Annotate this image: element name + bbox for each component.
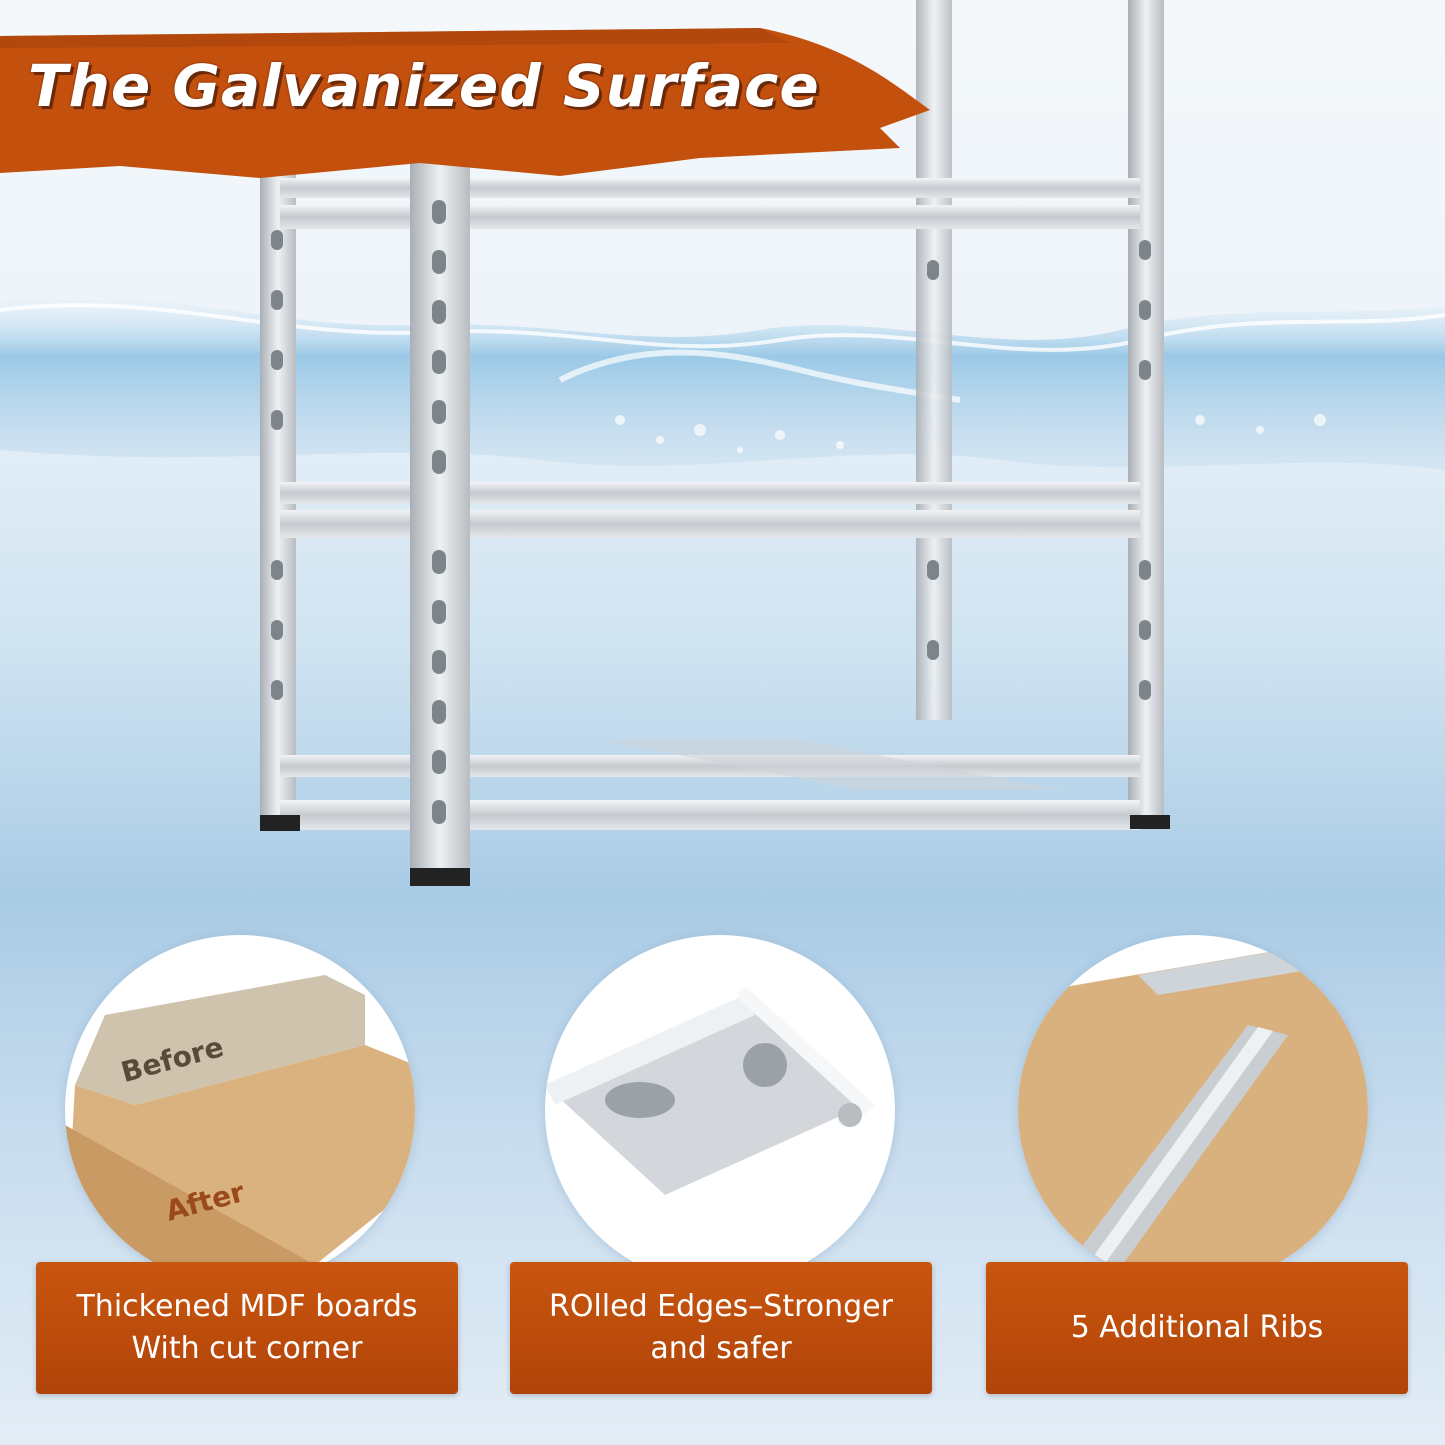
feature-caption-text: 5 Additional Ribs [1070,1310,1324,1345]
water-wave-graphic [0,295,1445,470]
feature-caption-mdf: Thickened MDF boards With cut corner [36,1262,458,1394]
page-title: The Galvanized Surface [28,52,820,120]
title-brush-banner [0,28,930,178]
galvanized-shelf-rack-image [260,0,1170,886]
feature-circle-ribs [1018,935,1368,1285]
rolled-edge-beam-image [545,988,876,1195]
feature-circle-rolled-edge [545,935,895,1285]
feature-circle-mdf: Before After [65,935,415,1285]
support-ribs-image [1018,935,1368,1285]
feature-caption-text: ROlled Edges–Stronger and safer [549,1289,893,1366]
feature-caption-rolled-edge: ROlled Edges–Stronger and safer [510,1262,932,1394]
feature-caption-ribs: 5 Additional Ribs [986,1262,1408,1394]
feature-caption-text: Thickened MDF boards With cut corner [76,1289,418,1366]
mdf-board-image [65,975,415,1265]
